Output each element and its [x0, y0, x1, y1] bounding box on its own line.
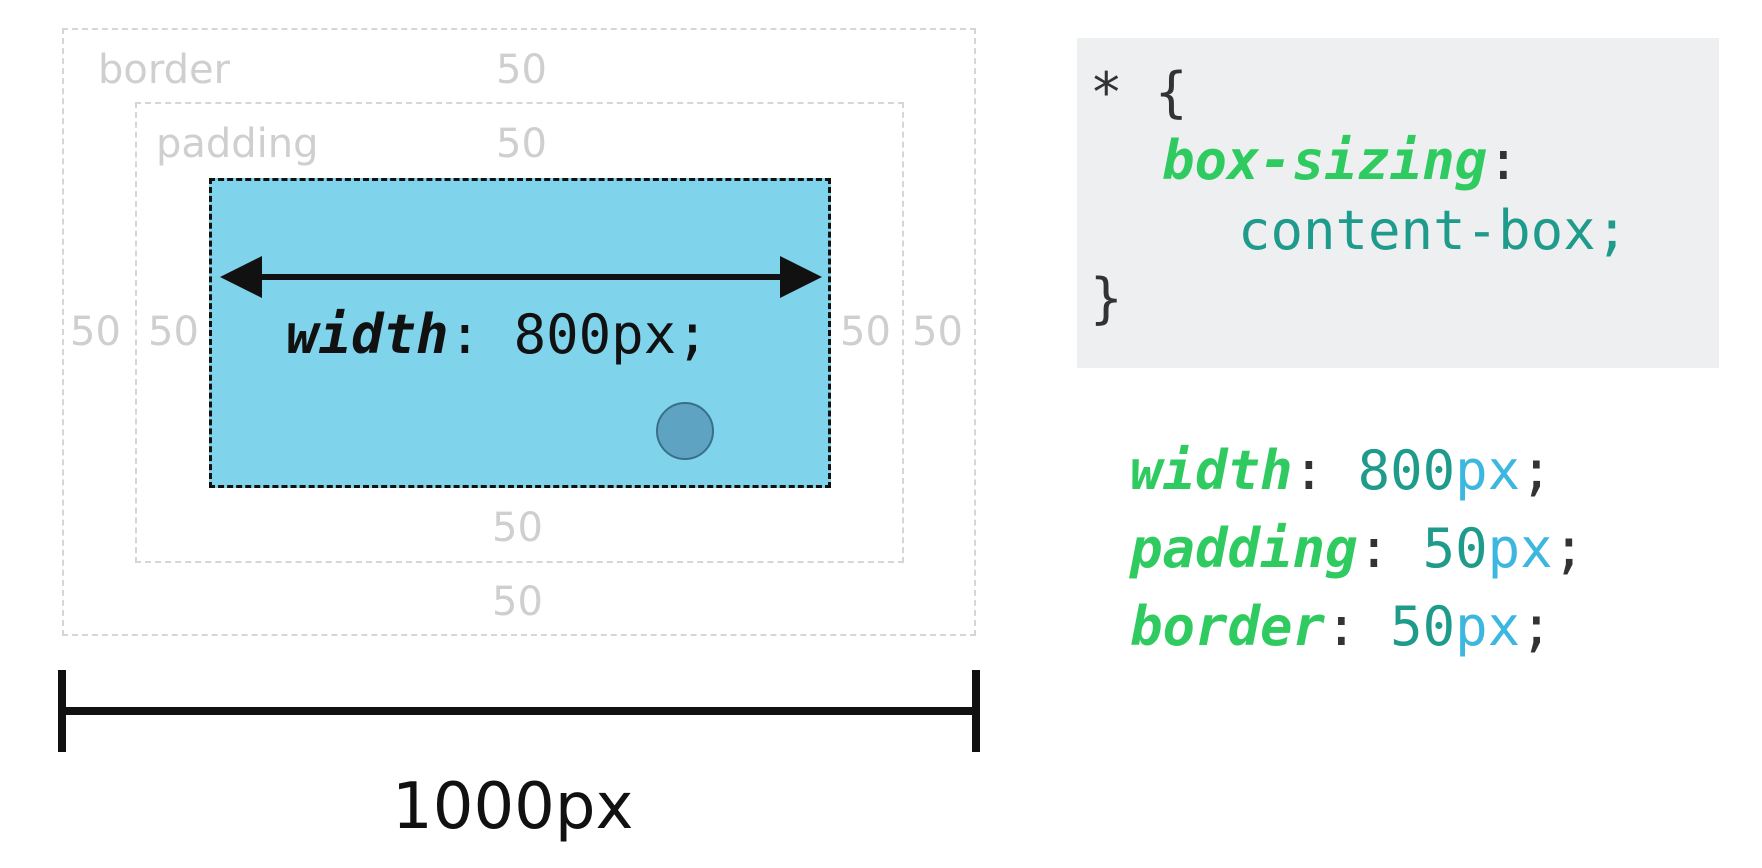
- padding-label: padding: [156, 121, 319, 167]
- declaration-unit: px: [1455, 595, 1521, 658]
- declaration-padding: padding: 50px;: [1130, 522, 1585, 576]
- declaration-number: 50: [1422, 517, 1488, 580]
- width-double-arrow-icon: [220, 256, 822, 298]
- declaration-property: width: [1130, 439, 1293, 502]
- padding-right-value: 50: [840, 309, 891, 355]
- declaration-number: 800: [1357, 439, 1456, 502]
- declaration-semicolon: ;: [1552, 517, 1586, 580]
- cursor-pointer-icon: [656, 402, 714, 460]
- border-label: border: [98, 47, 231, 93]
- padding-area: [135, 102, 904, 563]
- border-top-value: 50: [496, 47, 547, 93]
- content-width-value: 800px;: [513, 303, 709, 366]
- declaration-number: 50: [1390, 595, 1456, 658]
- code-property-line: box-sizing:: [1162, 134, 1520, 188]
- declaration-property: border: [1130, 595, 1326, 658]
- total-width-ruler-icon: [58, 670, 980, 752]
- declaration-unit: px: [1487, 517, 1553, 580]
- content-area: [209, 178, 831, 488]
- content-width-declaration: width: 800px;: [286, 308, 709, 362]
- declaration-semicolon: ;: [1520, 439, 1553, 502]
- declaration-colon: :: [1357, 517, 1391, 580]
- content-width-property: width: [286, 303, 449, 366]
- declaration-colon: :: [1325, 595, 1358, 658]
- code-property-colon: :: [1487, 129, 1520, 192]
- code-open-line: * {: [1090, 61, 1188, 124]
- padding-bottom-value: 50: [492, 505, 543, 551]
- declaration-unit: px: [1455, 439, 1521, 502]
- total-width-label: 1000px: [392, 770, 634, 844]
- code-property-name: box-sizing: [1162, 129, 1488, 192]
- padding-top-value: 50: [496, 121, 547, 167]
- padding-left-value: 50: [148, 309, 199, 355]
- code-block: [1077, 38, 1719, 368]
- declaration-border: border: 50px;: [1130, 600, 1553, 654]
- border-area: [62, 28, 976, 636]
- code-property-value: content-box;: [1238, 199, 1629, 262]
- border-right-value: 50: [912, 309, 963, 355]
- declaration-colon: :: [1292, 439, 1326, 502]
- border-bottom-value: 50: [492, 579, 543, 625]
- content-width-colon: :: [448, 303, 482, 366]
- code-close-line: }: [1090, 267, 1123, 330]
- declaration-width: width: 800px;: [1130, 444, 1553, 498]
- declaration-property: padding: [1130, 517, 1358, 580]
- border-left-value: 50: [70, 309, 121, 355]
- declaration-semicolon: ;: [1520, 595, 1553, 658]
